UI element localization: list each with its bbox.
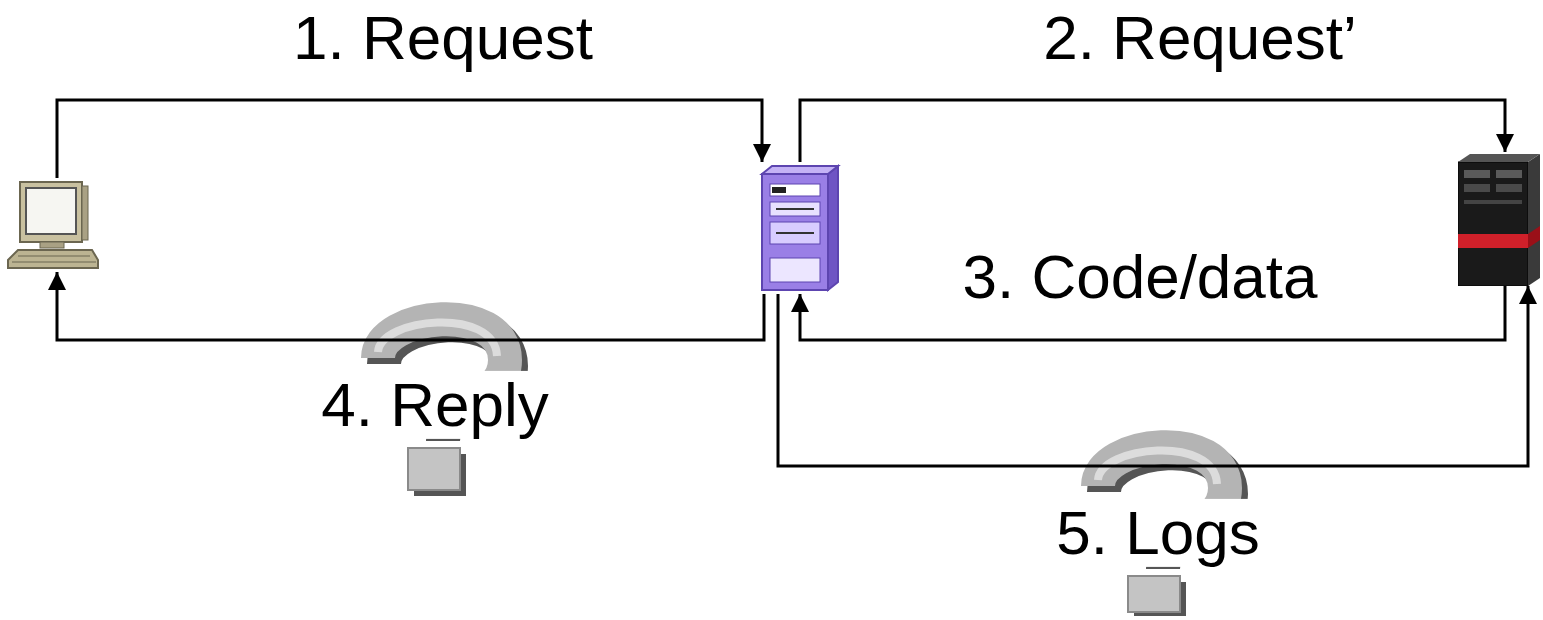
server-icon	[758, 162, 842, 294]
edge-label: 1. Request	[289, 4, 597, 72]
edge-label: 2. Request’	[1039, 4, 1361, 72]
icon-outline	[758, 162, 842, 294]
connector-arrow	[800, 100, 1505, 162]
connector-arrow	[57, 272, 764, 340]
mainframe-icon	[1458, 152, 1540, 286]
icon-outline	[1458, 152, 1540, 286]
edge-label: 5. Logs	[1052, 499, 1263, 567]
connector-arrow	[778, 286, 1528, 466]
edge-label: 3. Code/data	[958, 243, 1321, 311]
connector-arrow	[57, 100, 762, 178]
laptop-icon	[6, 178, 100, 272]
icon-outline	[6, 178, 100, 272]
edge-label: 4. Reply	[317, 371, 552, 439]
